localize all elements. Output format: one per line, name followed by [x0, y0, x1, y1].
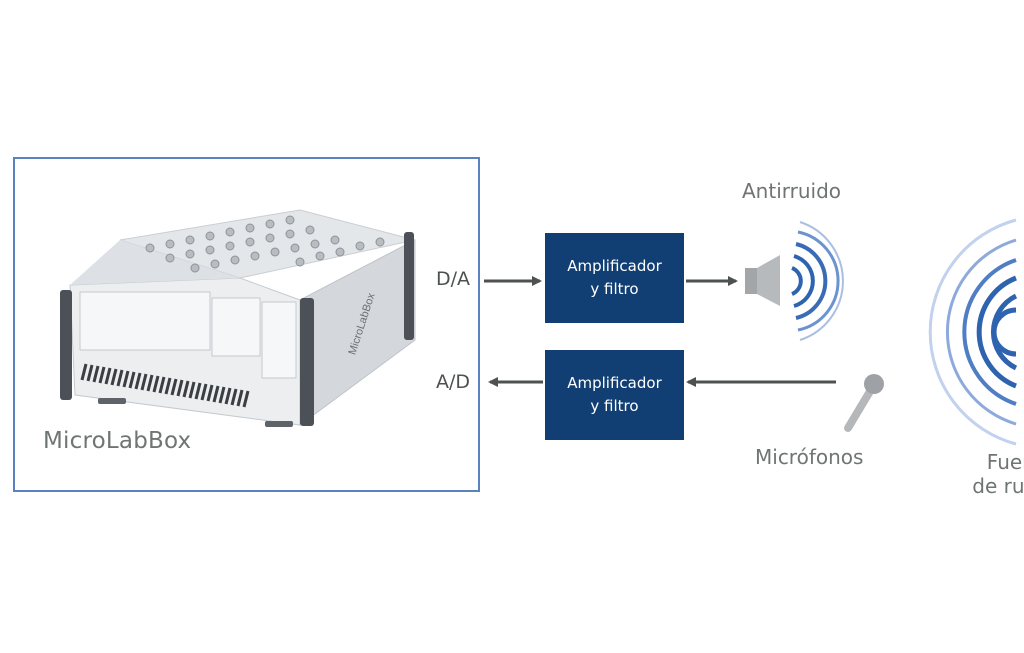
amplifier-label: Amplificador — [567, 374, 662, 392]
microphone-label: Micrófonos — [755, 445, 864, 469]
speaker-icon — [745, 255, 780, 306]
amplifier-filter-box-output: Amplificador y filtro — [545, 233, 684, 323]
noise-source-line2: de ruido — [972, 474, 1024, 498]
antinoise-waves-icon — [791, 221, 844, 341]
amplifier-filter-box-input: Amplificador y filtro — [545, 350, 684, 440]
microphone-icon — [844, 374, 884, 432]
noise-source-waves-icon — [928, 218, 1018, 446]
antinoise-label: Antirruido — [742, 179, 842, 203]
filter-label: y filtro — [590, 280, 639, 298]
da-label: D/A — [436, 268, 471, 290]
filter-label: y filtro — [590, 397, 639, 415]
noise-source-line1: Fuente — [986, 450, 1024, 474]
amplifier-label: Amplificador — [567, 257, 662, 275]
microlabbox-label: MicroLabBox — [43, 428, 192, 454]
microlabbox-frame — [13, 157, 480, 492]
noise-source-label: Fuente de ruido — [915, 450, 1024, 498]
ad-label: A/D — [436, 371, 471, 393]
